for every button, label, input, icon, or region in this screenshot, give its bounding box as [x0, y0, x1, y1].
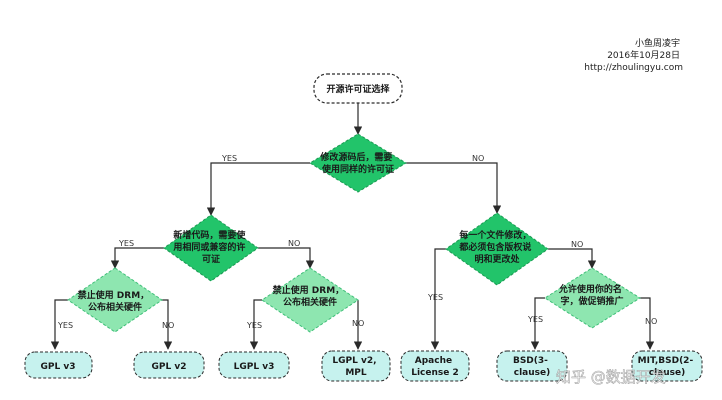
credit-block: 小鱼周凌宇 2016年10月28日 http://zhoulingyu.com [584, 37, 683, 73]
arrow-eachfile-yes [430, 248, 446, 350]
decision-each-file-text: 每一个文件修改， 都必须包含版权说 明和更改处 [458, 229, 534, 265]
connectors [50, 103, 655, 350]
label-yes-eachfile: YES [427, 293, 443, 302]
arrow-drm-left-no [162, 299, 173, 350]
arrow-eachfile-no [548, 248, 597, 269]
decision-drm-left-text: 禁止使用 DRM， 公布相关硬件 [78, 289, 153, 313]
label-yes-newcode: YES [118, 239, 134, 248]
result-apache-line-2: License 2 [411, 368, 459, 378]
start-node: 开源许可证选择 [313, 73, 403, 104]
decision-use-name: 允许使用你的名 字，做促销推广 [544, 267, 641, 329]
label-no-drm-right: NO [352, 319, 364, 328]
result-lgpl-v2-line-2: MPL [345, 368, 367, 378]
label-no-eachfile: NO [571, 240, 583, 249]
result-mit-bsd2-label: MIT,BSD(2- clause) [638, 356, 697, 378]
credit-url: http://zhoulingyu.com [584, 63, 683, 73]
label-no-drm-left: NO [162, 321, 174, 330]
decision-each-file: 每一个文件修改， 都必须包含版权说 明和更改处 [445, 212, 549, 286]
credit-author: 小鱼周凌宇 [635, 37, 680, 49]
decision-newcode-line-3: 可证 [202, 254, 220, 265]
decision-eachfile-line-2: 都必须包含版权说 [458, 241, 531, 253]
result-mit-line-1: MIT,BSD(2- [638, 356, 694, 366]
decision-drm-right: 禁止使用 DRM， 公布相关硬件 [261, 267, 359, 333]
branch-labels: YES NO YES NO YES NO YES NO YES NO YES N… [57, 154, 657, 330]
result-apache: Apache License 2 [400, 350, 470, 382]
result-gpl-v2-label: GPL v2 [152, 362, 187, 372]
decision-modify-line-2: 使用同样的许可证 [321, 163, 394, 175]
arrow-name-yes [530, 297, 545, 350]
result-bsd3-line-1: BSD(3- [513, 356, 548, 366]
decision-eachfile-line-3: 明和更改处 [474, 253, 520, 265]
label-no-name: NO [645, 317, 657, 326]
decision-eachfile-line-1: 每一个文件修改， [459, 229, 531, 241]
decision-modify-line-1: 修改源码后，需要 [319, 151, 392, 163]
result-gpl-v3: GPL v3 [24, 351, 93, 379]
decision-new-code-text: 新增代码，需要使 用相同或兼容的许 可证 [172, 229, 248, 265]
result-lgpl-v3: LGPL v3 [218, 351, 290, 379]
arrow-modify-yes [206, 162, 310, 216]
credit-date: 2016年10月28日 [607, 49, 680, 61]
result-mit-line-2: clause) [649, 368, 685, 378]
result-bsd3-line-2: clause) [514, 368, 550, 378]
arrow-drm-left-yes [50, 299, 68, 350]
decision-newcode-line-2: 用相同或兼容的许 [172, 241, 245, 253]
result-bsd3-label: BSD(3- clause) [513, 356, 551, 378]
decision-drm-left-line-2: 公布相关硬件 [88, 301, 142, 313]
watermark: 知乎 @数据开发 [556, 368, 666, 386]
result-apache-line-1: Apache [415, 356, 452, 366]
decision-drm-right-line-2: 公布相关硬件 [283, 296, 337, 308]
label-no-modify: NO [472, 154, 484, 163]
label-yes-drm-left: YES [57, 321, 73, 330]
decision-name-line-2: 字，做促销推广 [560, 295, 623, 307]
arrow-drm-right-yes [249, 299, 262, 350]
label-yes-drm-right: YES [246, 321, 262, 330]
arrow-name-no [640, 297, 655, 350]
decision-new-code: 新增代码，需要使 用相同或兼容的许 可证 [163, 214, 259, 282]
result-lgpl-v2-line-1: LGPL v2, [332, 356, 376, 366]
result-gpl-v2: GPL v2 [133, 351, 205, 379]
result-mit-bsd2: MIT,BSD(2- clause) [631, 350, 703, 382]
decision-drm-right-line-1: 禁止使用 DRM， [273, 284, 345, 296]
label-yes-name: YES [527, 315, 543, 324]
result-gpl-v3-label: GPL v3 [41, 362, 76, 372]
decision-drm-left: 禁止使用 DRM， 公布相关硬件 [67, 267, 163, 333]
arrow-newcode-yes [110, 247, 164, 269]
decision-modify-source: 修改源码后，需要 使用同样的许可证 [309, 133, 407, 193]
result-lgpl-v2-mpl-label: LGPL v2, MPL [332, 356, 379, 378]
decision-drm-right-text: 禁止使用 DRM， 公布相关硬件 [273, 284, 348, 308]
arrow-modify-no [406, 162, 502, 214]
start-label: 开源许可证选择 [326, 83, 390, 95]
arrow-newcode-no [258, 247, 315, 269]
label-no-newcode: NO [288, 239, 300, 248]
decision-drm-left-line-1: 禁止使用 DRM， [78, 289, 150, 301]
label-yes-modify: YES [221, 154, 237, 163]
decision-name-line-1: 允许使用你的名 [558, 283, 622, 295]
decision-use-name-text: 允许使用你的名 字，做促销推广 [558, 283, 625, 307]
decision-newcode-line-1: 新增代码，需要使 [173, 229, 246, 241]
result-bsd3: BSD(3- clause) [496, 350, 568, 382]
result-lgpl-v2-mpl: LGPL v2, MPL [321, 350, 391, 382]
result-lgpl-v3-label: LGPL v3 [234, 362, 275, 372]
decision-modify-source-text: 修改源码后，需要 使用同样的许可证 [319, 151, 395, 175]
result-apache-label: Apache License 2 [411, 356, 459, 378]
